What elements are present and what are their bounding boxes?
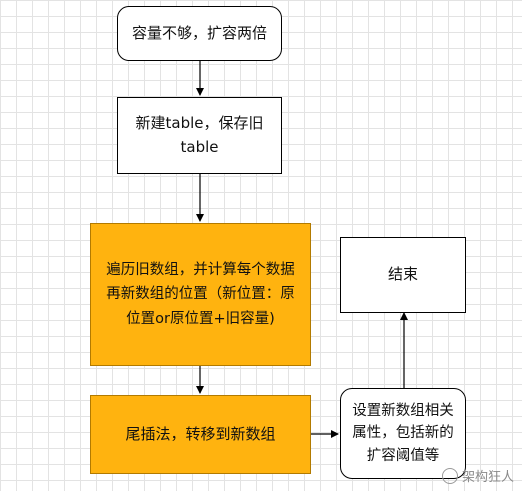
node-new-table-label: 新建table，保存旧table: [135, 114, 264, 156]
node-start-label: 容量不够，扩容两倍: [131, 23, 267, 42]
node-traverse: 遍历旧数组，并计算每个数据再新数组的位置（新位置：原位置or原位置+旧容量): [90, 223, 311, 366]
node-set-attrs-label: 设置新数组相关属性，包括新的扩容阈值等: [352, 402, 454, 464]
wechat-icon: [441, 467, 458, 484]
node-new-table: 新建table，保存旧table: [117, 97, 282, 174]
watermark-text: 架构狂人: [461, 470, 514, 485]
node-tail-insert: 尾插法，转移到新数组: [90, 395, 311, 474]
node-start: 容量不够，扩容两倍: [117, 6, 282, 61]
node-traverse-label: 遍历旧数组，并计算每个数据再新数组的位置（新位置：原位置or原位置+旧容量): [106, 261, 295, 327]
node-end: 结束: [340, 237, 466, 313]
watermark: 架构狂人: [441, 466, 514, 485]
node-set-attrs: 设置新数组相关属性，包括新的扩容阈值等: [340, 388, 466, 479]
node-end-label: 结束: [387, 265, 418, 284]
node-tail-insert-label: 尾插法，转移到新数组: [125, 424, 276, 443]
